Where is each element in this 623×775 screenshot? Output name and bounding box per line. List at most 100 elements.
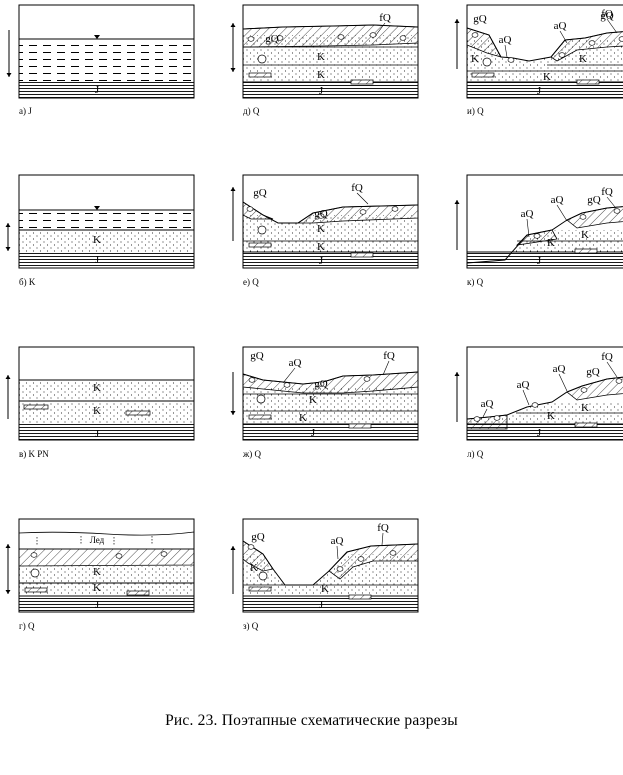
boulder — [532, 403, 538, 408]
deposit-label: fQ — [383, 350, 395, 362]
water-level-icon — [94, 35, 100, 39]
j-label: J — [319, 85, 324, 97]
fossil-icon — [258, 55, 266, 63]
k-label: K — [93, 405, 101, 417]
lens-fill — [25, 588, 47, 592]
lens-fill — [249, 415, 271, 419]
panel-b: KJ — [6, 175, 195, 268]
deposit-label: aQ — [551, 194, 564, 206]
deposit-label: gQ — [314, 208, 328, 220]
arrow-head — [6, 223, 11, 227]
label-i: и) Q — [467, 106, 484, 116]
arrow-head — [6, 590, 11, 594]
j-label: J — [95, 254, 100, 266]
lens-fill — [249, 73, 271, 77]
boulder — [249, 378, 255, 383]
k-label: K — [317, 223, 325, 235]
arrow-head — [231, 23, 236, 27]
boulder — [337, 567, 343, 572]
j-label: J — [95, 428, 100, 440]
k-label: K — [93, 234, 101, 246]
j-layer — [243, 252, 418, 268]
boulder — [508, 58, 514, 63]
lens-fill — [577, 80, 599, 84]
deposit-label: gQ — [251, 531, 265, 543]
j-label: J — [537, 255, 542, 267]
j-layer — [19, 596, 194, 612]
figure-caption: Рис. 23. Поэтапные схематические разрезы — [0, 712, 623, 730]
j-label: J — [319, 599, 324, 611]
boulder — [580, 215, 586, 220]
j-label: J — [537, 85, 542, 97]
k-label: K — [93, 382, 101, 394]
arrow-head — [7, 73, 12, 77]
deposit-label: fQ — [601, 351, 613, 363]
deposit-label: gQ — [314, 378, 328, 390]
j-label: J — [95, 84, 100, 96]
boulder — [358, 557, 364, 562]
j-label: J — [537, 427, 542, 439]
label-g: г) Q — [19, 621, 34, 631]
k-label: K — [317, 241, 325, 253]
fossil-icon — [483, 58, 491, 66]
k-label: K — [543, 71, 551, 83]
water-level-icon — [94, 206, 100, 210]
lens-fill — [472, 73, 494, 77]
fossil-icon — [31, 569, 39, 577]
deposit-label: fQ — [601, 8, 613, 20]
boulder — [31, 553, 37, 558]
lens-fill — [575, 249, 597, 253]
lens-fill — [349, 424, 371, 428]
boulder — [589, 41, 595, 46]
k-label: K — [93, 582, 101, 594]
deposit-label: aQ — [289, 357, 302, 369]
j-label: J — [311, 427, 316, 439]
ice-label: Лед — [90, 535, 105, 545]
arrow-head — [455, 372, 460, 376]
boulder — [581, 388, 587, 393]
boulder — [284, 383, 290, 388]
arrow-head — [231, 187, 236, 191]
label-a: а) J — [19, 106, 32, 116]
boulder — [619, 37, 623, 42]
boulder — [248, 37, 254, 42]
boulder — [559, 53, 565, 58]
label-zh: ж) Q — [243, 449, 261, 459]
label-v: в) K PN — [19, 449, 49, 459]
k-label: K — [579, 53, 587, 65]
boulder — [390, 551, 396, 556]
boulder — [248, 545, 254, 550]
k-label: K — [317, 69, 325, 81]
lens-fill — [126, 411, 150, 415]
lens-fill — [351, 253, 373, 257]
label-k: к) Q — [467, 277, 483, 287]
lens-fill — [249, 243, 271, 247]
arrow-head — [231, 68, 236, 72]
boulder — [614, 209, 620, 214]
j-layer — [467, 424, 623, 440]
k-label: K — [581, 229, 589, 241]
boulder — [247, 207, 253, 212]
deposit-label: aQ — [553, 363, 566, 375]
label-l: л) Q — [467, 449, 483, 459]
moraine-layer — [19, 549, 194, 566]
deposit-label: gQ — [253, 187, 267, 199]
water-body — [19, 39, 194, 82]
panel-a: J — [7, 5, 195, 98]
deposit-label: aQ — [521, 208, 534, 220]
arrow-head — [231, 546, 236, 550]
k-label: K — [547, 237, 555, 249]
arrow-head — [6, 247, 11, 251]
boulder — [494, 416, 500, 421]
fossil-icon — [258, 226, 266, 234]
arrow-head — [455, 200, 460, 204]
deposit-label: fQ — [601, 186, 613, 198]
